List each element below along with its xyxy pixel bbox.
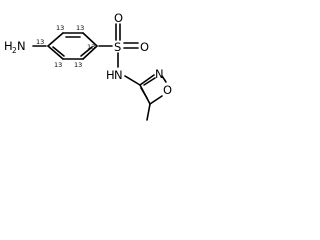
sulfonyl-bonds [115, 23, 139, 49]
carbon-13-labels: 13 13 13 13 13 13 [36, 24, 95, 69]
sulfur-label: S [114, 40, 121, 54]
sulfonyl-o-upper-label: O [114, 11, 123, 25]
ring-n-label: N [155, 67, 164, 81]
isotope-label-c4: 13 [87, 43, 95, 51]
isoxazole-double-bond [140, 87, 148, 99]
isotope-label-c6: 13 [74, 61, 82, 69]
sulfonamide-nh-group: H N [106, 68, 123, 82]
ring-double-bond [80, 46, 93, 57]
benzene-ring [47, 32, 98, 60]
sulfonamide-h-label: H [106, 68, 115, 82]
isotope-label-c3: 13 [36, 38, 44, 46]
sulfamethoxazole-13c6-structure: H 2 N S O O H N N O 13 13 13 13 13 13 [4, 11, 172, 121]
isoxazole-bond [139, 74, 155, 86]
sulfonyl-o-lower-label: O [140, 40, 149, 54]
nh-isoxazole-bond [124, 75, 141, 86]
amine-n-label: N [17, 39, 26, 53]
methyl-bond [146, 103, 151, 121]
ring-bond [82, 32, 98, 47]
amine-h-label: H [4, 39, 13, 53]
isotope-label-c1: 13 [56, 24, 64, 32]
ring-bond [47, 32, 64, 47]
ring-double-bond [52, 46, 65, 57]
amine-group: H 2 N [4, 39, 26, 55]
sulfonamide-n-label: N [114, 68, 123, 82]
ring-o-label: O [163, 83, 172, 97]
isotope-label-c2: 13 [76, 24, 84, 32]
isoxazole-bond [161, 75, 167, 83]
isoxazole-ring [139, 74, 167, 105]
isoxazole-bond [149, 95, 163, 105]
isotope-label-c5: 13 [54, 61, 62, 69]
isoxazole-bond [143, 77, 156, 86]
ring-bond [47, 45, 64, 60]
ring-bond [82, 45, 98, 60]
amine-h-subscript: 2 [12, 46, 17, 55]
